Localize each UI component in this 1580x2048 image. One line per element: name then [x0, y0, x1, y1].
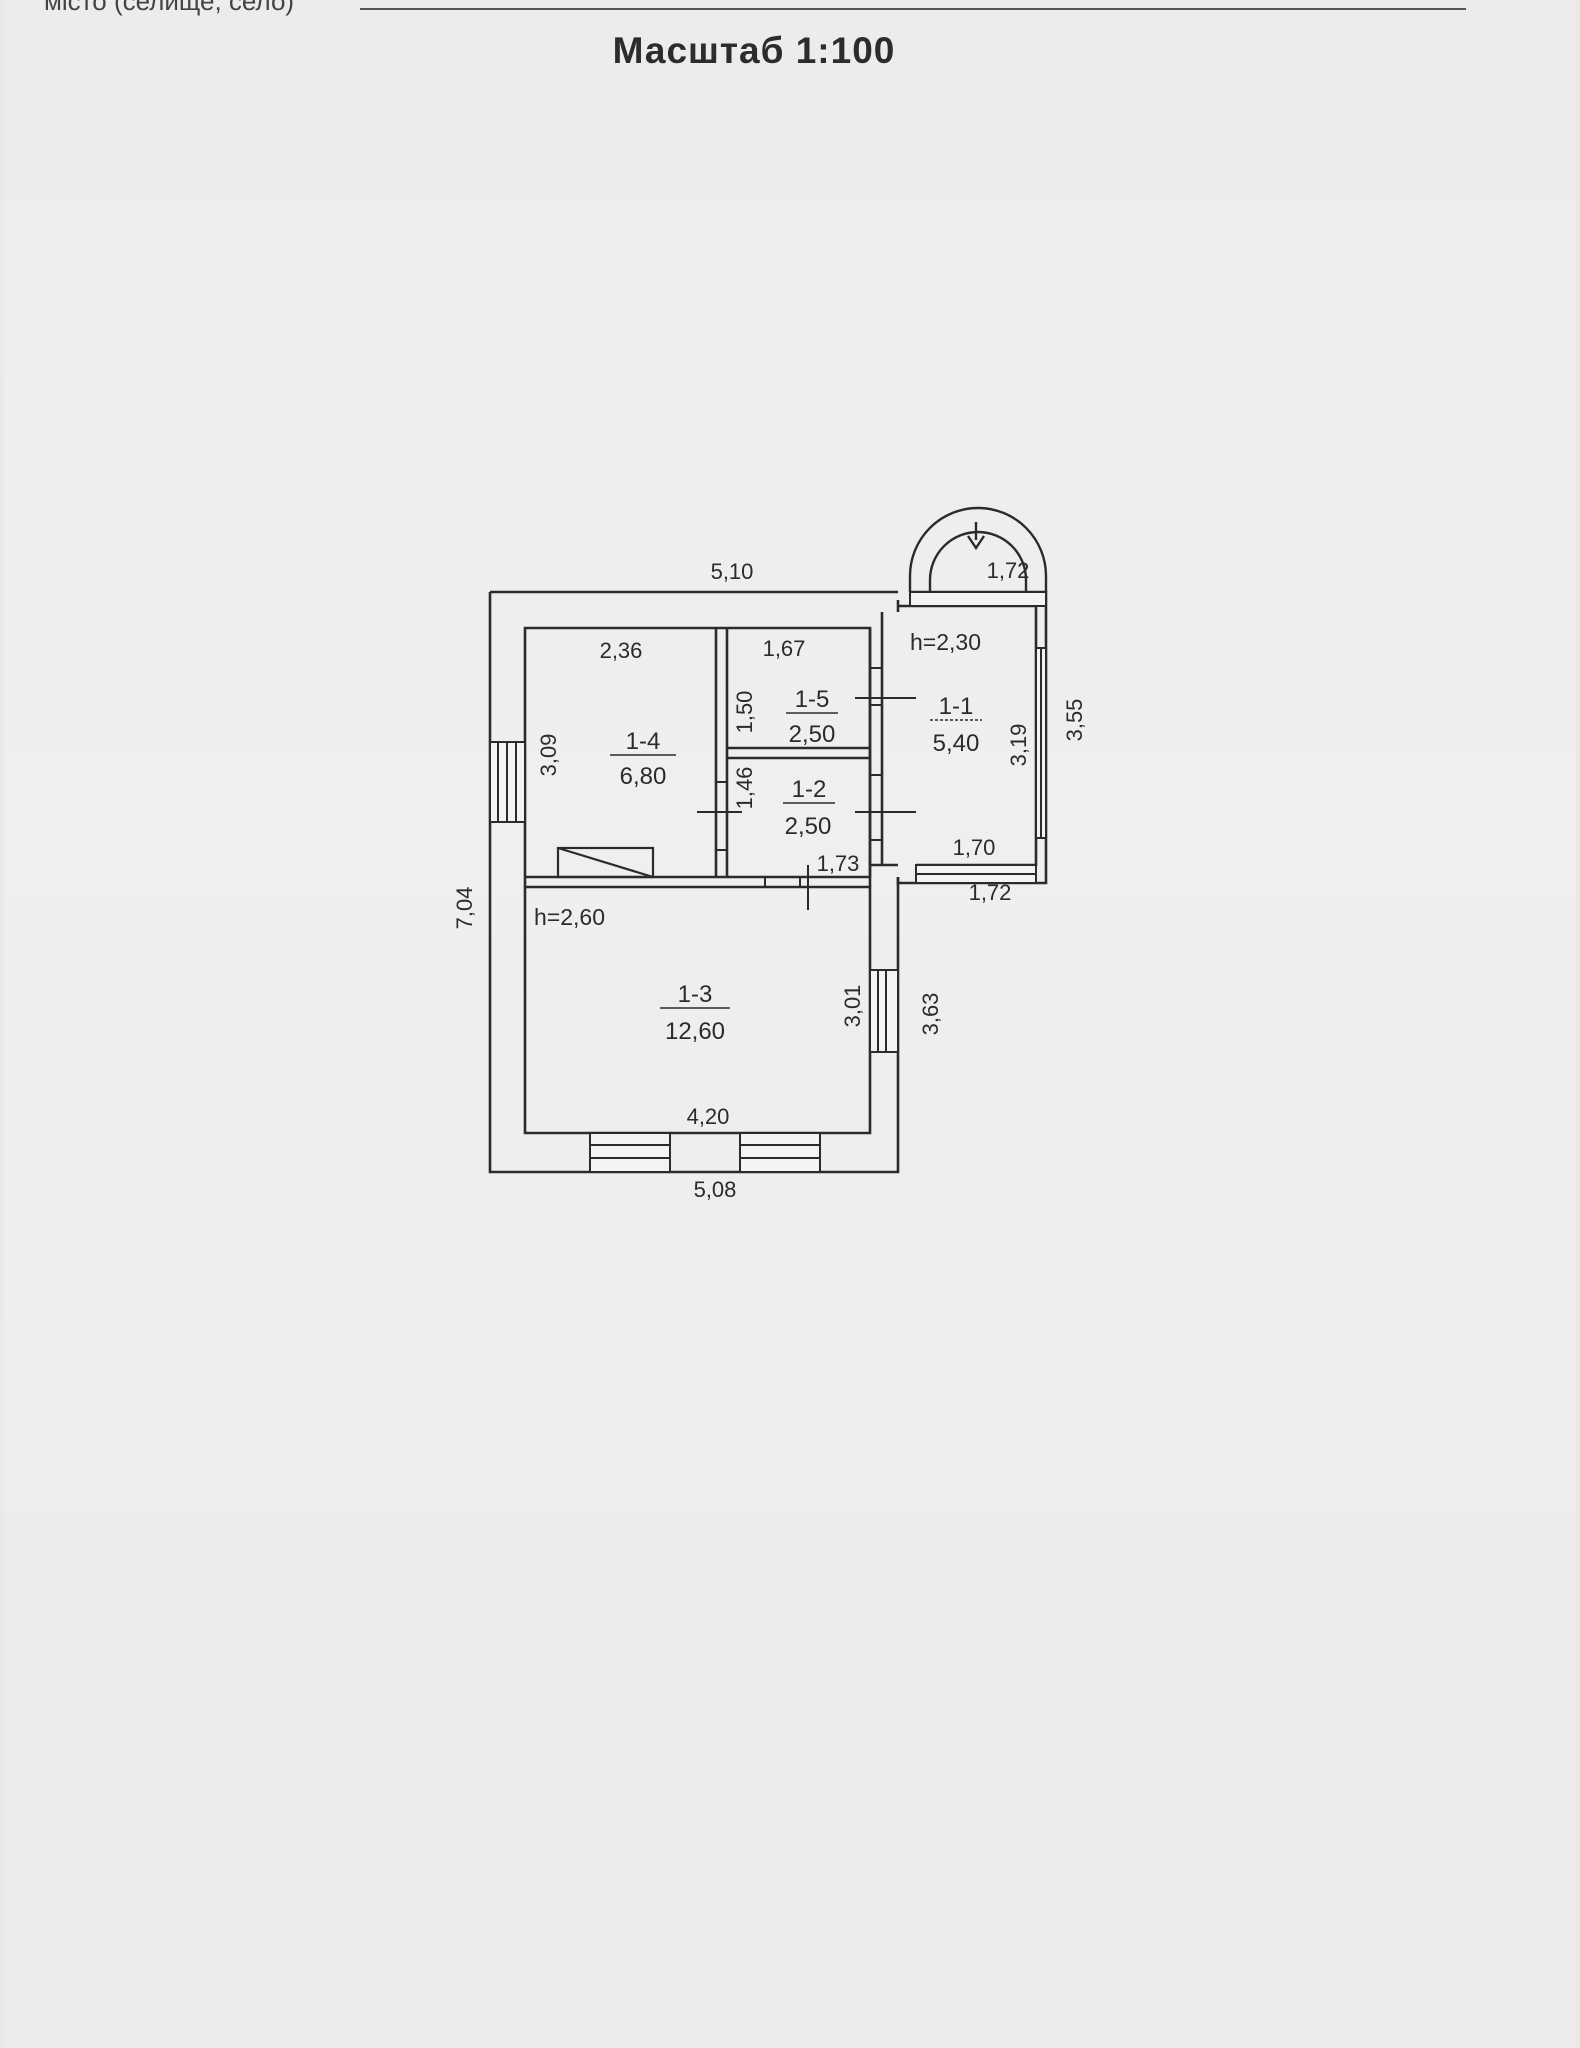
dim-room-1-5-height: 1,50 [732, 691, 757, 734]
dim-room-1-5-width: 1,67 [763, 636, 806, 661]
location-field-line [360, 8, 1466, 10]
paper-sheet: місто (селище, село) [4, 0, 1576, 2048]
dim-porch-outer-height: 3,55 [1062, 699, 1087, 742]
partition-porch [868, 612, 884, 877]
dim-bottom-inner: 4,20 [687, 1104, 730, 1129]
room-1-4-area: 6,80 [620, 763, 667, 790]
partition-1-3-top [525, 875, 870, 889]
window-bottom-left [589, 1132, 671, 1173]
dim-left-outer: 7,04 [452, 887, 477, 930]
inner-wall [523, 626, 872, 1135]
window-bottom-right [739, 1132, 821, 1173]
stove [556, 846, 655, 879]
dim-room-1-2-height: 1,46 [732, 767, 757, 810]
scale-title: Масштаб 1:100 [612, 30, 896, 71]
room-1-1-id: 1-1 [939, 693, 974, 720]
room-1-2-area: 2,50 [785, 813, 832, 840]
dim-room-1-2-width: 1,73 [817, 851, 860, 876]
room-1-4-id: 1-4 [626, 728, 661, 755]
room-1-5-id: 1-5 [795, 686, 830, 713]
room-1-5-area: 2,50 [789, 721, 836, 748]
dim-room-1-4-height: 3,09 [536, 734, 561, 777]
dim-porch-inner-width: 1,70 [953, 835, 996, 860]
dim-porch-inner-height: 3,19 [1006, 724, 1031, 767]
outer-wall [488, 590, 900, 1174]
dim-room-1-3-inner-height: 3,01 [840, 985, 865, 1028]
window-right-lower [869, 969, 899, 1053]
height-porch: h=2,30 [910, 629, 981, 655]
entrance-door-arc [908, 506, 1048, 592]
room-1-3-area: 12,60 [665, 1018, 725, 1045]
partition-1-5 [727, 746, 870, 760]
dim-room-1-4-width: 2,36 [600, 638, 643, 663]
room-1-3-id: 1-3 [678, 981, 713, 1008]
room-1-1-area: 5,40 [933, 730, 980, 757]
dim-porch-outer-width: 1,72 [969, 880, 1012, 905]
outer-wall-right [870, 600, 900, 867]
dim-porch-top: 1,72 [987, 558, 1030, 583]
dim-room-1-3-outer-height: 3,63 [918, 993, 943, 1036]
dim-bottom-outer: 5,08 [694, 1177, 737, 1202]
location-field-label: місто (селище, село) [44, 0, 295, 16]
height-main: h=2,60 [534, 904, 605, 930]
dim-top-outer: 5,10 [711, 559, 754, 584]
partition-1-4 [714, 628, 729, 877]
porch-top-strip [909, 591, 1047, 607]
room-1-2-id: 1-2 [792, 776, 827, 803]
